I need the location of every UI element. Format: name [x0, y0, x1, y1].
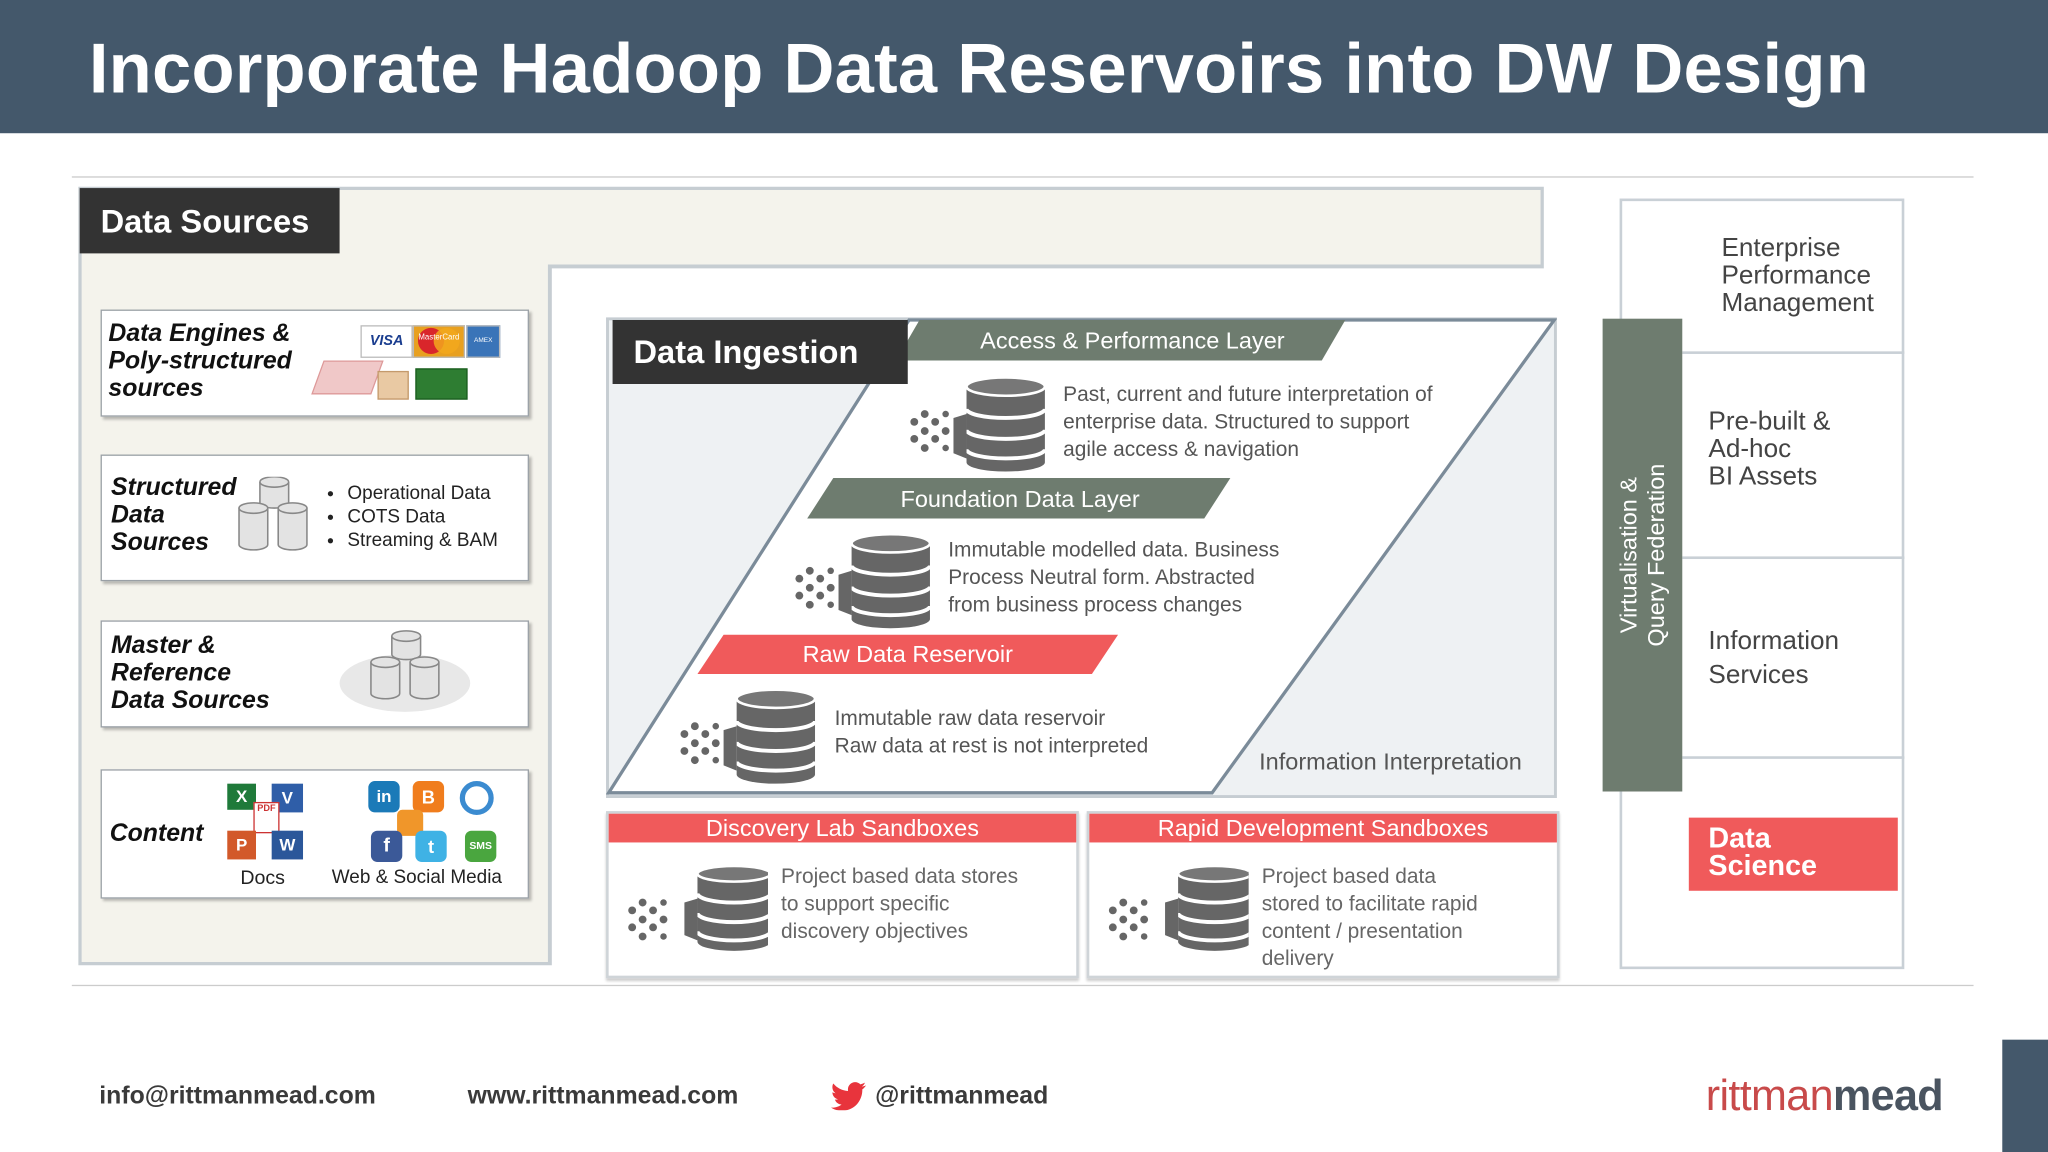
amex-card-icon: AMEX [466, 325, 500, 358]
footer-twitter[interactable]: @rittmanmead [875, 1083, 1048, 1112]
data-sources-label: Data Sources [80, 188, 340, 253]
information-interpretation-label: Information Interpretation [1259, 748, 1522, 775]
visa-card-icon: VISA [360, 325, 412, 358]
database-platter-icon [337, 628, 473, 717]
top-divider [72, 176, 1974, 177]
office-docs-icons: X V PDF P W [227, 784, 305, 862]
source-title: Content [110, 820, 204, 847]
bi-assets: Pre-built & Ad-hoc BI Assets [1708, 409, 1830, 491]
rapid-development-sandbox: Rapid Development Sandboxes Project base… [1087, 811, 1560, 978]
database-cluster-icon [235, 477, 313, 558]
twitter-bird-icon [831, 1081, 868, 1110]
circuit-board-icon [415, 368, 467, 399]
bottom-divider [72, 985, 1974, 986]
foundation-layer-description: Immutable modelled data. Business Proces… [948, 537, 1279, 619]
foundation-layer-title: Foundation Data Layer [807, 482, 1233, 516]
rittmanmead-logo: rittmanmead [1706, 1071, 1943, 1121]
panel-divider [1682, 556, 1904, 559]
source-title: Data Engines & Poly-structured sources [108, 320, 291, 402]
source-box-structured: Structured Data Sources Operational Data… [101, 455, 529, 582]
panel-divider [1682, 756, 1904, 759]
slide-title: Incorporate Hadoop Data Reservoirs into … [89, 29, 1869, 110]
sandbox-title: Discovery Lab Sandboxes [609, 814, 1077, 843]
raw-reservoir-description: Immutable raw data reservoir Raw data at… [835, 705, 1149, 760]
panel-divider [1682, 351, 1904, 354]
sandbox-description: Project based data stored to facilitate … [1262, 863, 1478, 973]
source-title: Master & Reference Data Sources [111, 632, 270, 714]
mastercard-icon: MasterCard [413, 325, 465, 358]
database-icon [953, 377, 1044, 471]
package-icon [377, 371, 408, 400]
footer-email[interactable]: info@rittmanmead.com [99, 1083, 376, 1112]
facebook-icon: f [371, 831, 402, 862]
source-box-master-reference: Master & Reference Data Sources [101, 620, 529, 727]
footer-website[interactable]: www.rittmanmead.com [468, 1083, 739, 1112]
map-icon [311, 360, 383, 394]
linkedin-icon: in [368, 781, 399, 812]
source-box-data-engines: Data Engines & Poly-structured sources V… [101, 310, 529, 417]
data-ingestion-label: Data Ingestion [613, 320, 908, 384]
database-icon [839, 534, 930, 628]
sandbox-description: Project based data stores to support spe… [781, 863, 1018, 945]
enterprise-performance-management: Enterprise Performance Management [1721, 235, 1873, 317]
source-box-content: Content X V PDF P W Docs in B f t SMS We… [101, 769, 529, 898]
sync-icon [460, 781, 494, 815]
database-icon [1105, 866, 1249, 957]
blogger-icon: B [413, 781, 444, 812]
raw-reservoir-title: Raw Data Reservoir [697, 637, 1118, 671]
structured-bullets: Operational Data COTS Data Streaming & B… [324, 482, 498, 553]
access-layer-description: Past, current and future interpretation … [1063, 381, 1432, 463]
virtualisation-label: Virtualisation & Query Federation [1603, 319, 1683, 792]
source-title: Structured Data Sources [111, 474, 236, 556]
access-layer-title: Access & Performance Layer [920, 324, 1346, 358]
corner-accent [2002, 1040, 2048, 1152]
data-science-badge: Data Science [1689, 818, 1898, 891]
twitter-logo-icon: t [415, 831, 446, 862]
social-media-icons: in B f t SMS [368, 778, 499, 864]
information-services: Information Services [1708, 624, 1839, 692]
sandbox-title: Rapid Development Sandboxes [1089, 814, 1557, 843]
discovery-lab-sandbox: Discovery Lab Sandboxes Project based da… [606, 811, 1079, 978]
sms-icon: SMS [465, 831, 496, 862]
pdf-icon: PDF [253, 802, 279, 833]
database-icon [724, 690, 815, 784]
web-social-caption: Web & Social Media [332, 867, 502, 888]
docs-caption: Docs [240, 867, 285, 889]
database-icon [624, 866, 768, 957]
